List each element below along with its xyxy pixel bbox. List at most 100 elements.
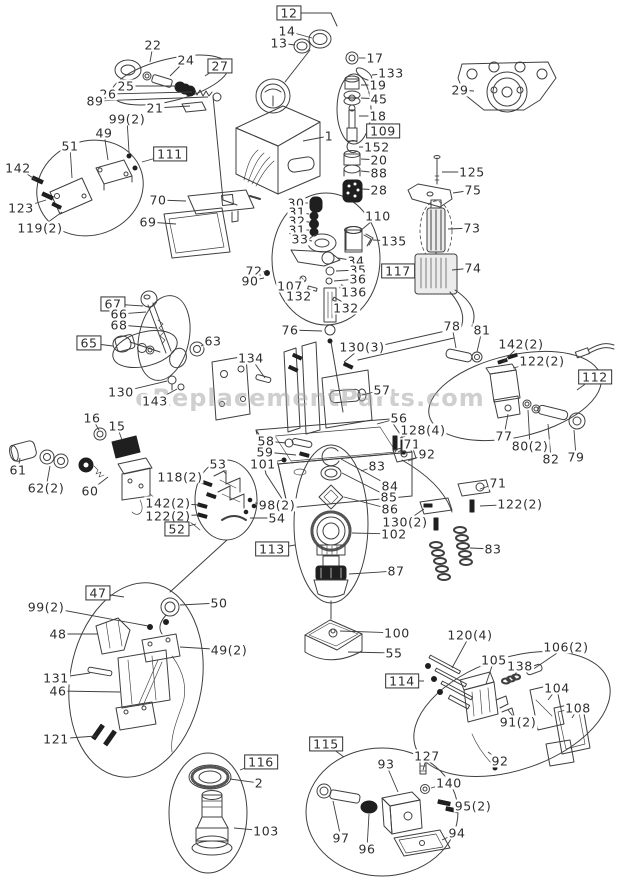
part-label-89: 89 bbox=[85, 93, 105, 109]
part-label-65: 65 bbox=[76, 335, 102, 351]
part-label-142: 142 bbox=[4, 160, 32, 176]
part-label-46: 46 bbox=[48, 683, 68, 699]
cord-clamps-springs bbox=[419, 479, 491, 581]
part-label-103: 103 bbox=[252, 823, 280, 839]
part-label-110: 110 bbox=[364, 208, 392, 224]
part-label-119(2): 119(2) bbox=[16, 220, 64, 236]
part-label-82: 82 bbox=[541, 451, 561, 467]
part-label-62(2): 62(2) bbox=[26, 480, 66, 496]
part-label-33: 33 bbox=[290, 231, 310, 247]
part-label-57: 57 bbox=[372, 382, 392, 398]
power-cord-group bbox=[9, 427, 201, 531]
part-label-138: 138 bbox=[506, 658, 534, 674]
switch-plate-group bbox=[31, 153, 138, 215]
part-label-24: 24 bbox=[176, 52, 196, 68]
part-label-81: 81 bbox=[472, 322, 492, 338]
part-label-76: 76 bbox=[280, 322, 300, 338]
part-label-106(2): 106(2) bbox=[542, 639, 590, 655]
spindle-column-stack bbox=[342, 51, 373, 251]
part-label-128(4): 128(4) bbox=[399, 422, 447, 438]
part-label-97: 97 bbox=[331, 830, 351, 846]
part-label-142(2): 142(2) bbox=[497, 336, 545, 352]
part-label-45: 45 bbox=[369, 91, 389, 107]
part-label-90: 90 bbox=[240, 273, 260, 289]
part-label-121: 121 bbox=[42, 731, 70, 747]
part-label-143: 143 bbox=[141, 393, 169, 409]
part-label-123: 123 bbox=[7, 200, 35, 216]
part-label-112: 112 bbox=[578, 369, 612, 385]
part-label-1: 1 bbox=[323, 128, 335, 144]
part-label-130: 130 bbox=[107, 384, 135, 400]
part-label-48: 48 bbox=[48, 626, 68, 642]
part-label-49: 49 bbox=[94, 125, 114, 141]
part-label-83: 83 bbox=[483, 541, 503, 557]
part-label-25: 25 bbox=[116, 78, 136, 94]
part-label-95(2): 95(2) bbox=[453, 798, 493, 814]
part-label-19: 19 bbox=[368, 77, 388, 93]
table bbox=[304, 619, 363, 661]
part-label-50: 50 bbox=[209, 595, 229, 611]
part-label-127: 127 bbox=[413, 748, 441, 764]
part-label-68: 68 bbox=[109, 317, 129, 333]
part-label-88: 88 bbox=[369, 165, 389, 181]
motor-assembly bbox=[407, 155, 475, 331]
clutch-group bbox=[264, 196, 374, 344]
part-label-79: 79 bbox=[566, 449, 586, 465]
part-label-122(2): 122(2) bbox=[496, 496, 544, 512]
part-label-117: 117 bbox=[381, 263, 415, 279]
crank-hub-group bbox=[188, 764, 233, 856]
part-label-93: 93 bbox=[376, 756, 396, 772]
part-label-73: 73 bbox=[462, 220, 482, 236]
part-label-18: 18 bbox=[368, 108, 388, 124]
part-label-71: 71 bbox=[488, 475, 508, 491]
part-label-132: 132 bbox=[285, 288, 313, 304]
part-label-102: 102 bbox=[380, 526, 408, 542]
part-label-105: 105 bbox=[480, 652, 508, 668]
part-label-108: 108 bbox=[564, 700, 592, 716]
part-label-135: 135 bbox=[380, 233, 408, 249]
part-label-96: 96 bbox=[357, 841, 377, 857]
part-label-17: 17 bbox=[365, 50, 385, 66]
part-label-22: 22 bbox=[143, 37, 163, 53]
part-label-51: 51 bbox=[60, 138, 80, 154]
part-label-74: 74 bbox=[463, 260, 483, 276]
part-label-120(4): 120(4) bbox=[446, 627, 494, 643]
part-label-99(2): 99(2) bbox=[107, 111, 147, 127]
part-label-13: 13 bbox=[269, 35, 289, 51]
part-label-100: 100 bbox=[383, 625, 411, 641]
part-label-87: 87 bbox=[386, 563, 406, 579]
part-label-92: 92 bbox=[417, 446, 437, 462]
part-label-21: 21 bbox=[145, 100, 165, 116]
part-label-134: 134 bbox=[237, 350, 265, 366]
part-label-12: 12 bbox=[276, 5, 302, 21]
part-label-69: 69 bbox=[138, 214, 158, 230]
part-label-109: 109 bbox=[366, 123, 400, 139]
part-label-2: 2 bbox=[253, 775, 265, 791]
part-label-78: 78 bbox=[442, 318, 462, 334]
part-label-53: 53 bbox=[208, 456, 228, 472]
part-label-63: 63 bbox=[203, 333, 223, 349]
part-label-99(2): 99(2) bbox=[26, 599, 66, 615]
part-label-15: 15 bbox=[107, 418, 127, 434]
part-label-29: 29 bbox=[450, 82, 470, 98]
part-label-52: 52 bbox=[164, 521, 190, 537]
part-label-91(2): 91(2) bbox=[498, 714, 538, 730]
part-label-55: 55 bbox=[384, 645, 404, 661]
part-label-75: 75 bbox=[463, 182, 483, 198]
part-label-70: 70 bbox=[148, 192, 168, 208]
cover-plates bbox=[163, 189, 261, 259]
part-label-122(2): 122(2) bbox=[518, 353, 566, 369]
part-label-61: 61 bbox=[8, 462, 28, 478]
part-label-113: 113 bbox=[255, 541, 289, 557]
part-label-58: 58 bbox=[256, 433, 276, 449]
part-label-83: 83 bbox=[367, 458, 387, 474]
part-label-136: 136 bbox=[340, 284, 368, 300]
part-label-114: 114 bbox=[385, 673, 419, 689]
part-label-152: 152 bbox=[363, 139, 391, 155]
part-label-115: 115 bbox=[309, 736, 343, 752]
quill-chuck-group bbox=[310, 447, 352, 598]
part-label-104: 104 bbox=[543, 680, 571, 696]
part-label-92: 92 bbox=[490, 753, 510, 769]
